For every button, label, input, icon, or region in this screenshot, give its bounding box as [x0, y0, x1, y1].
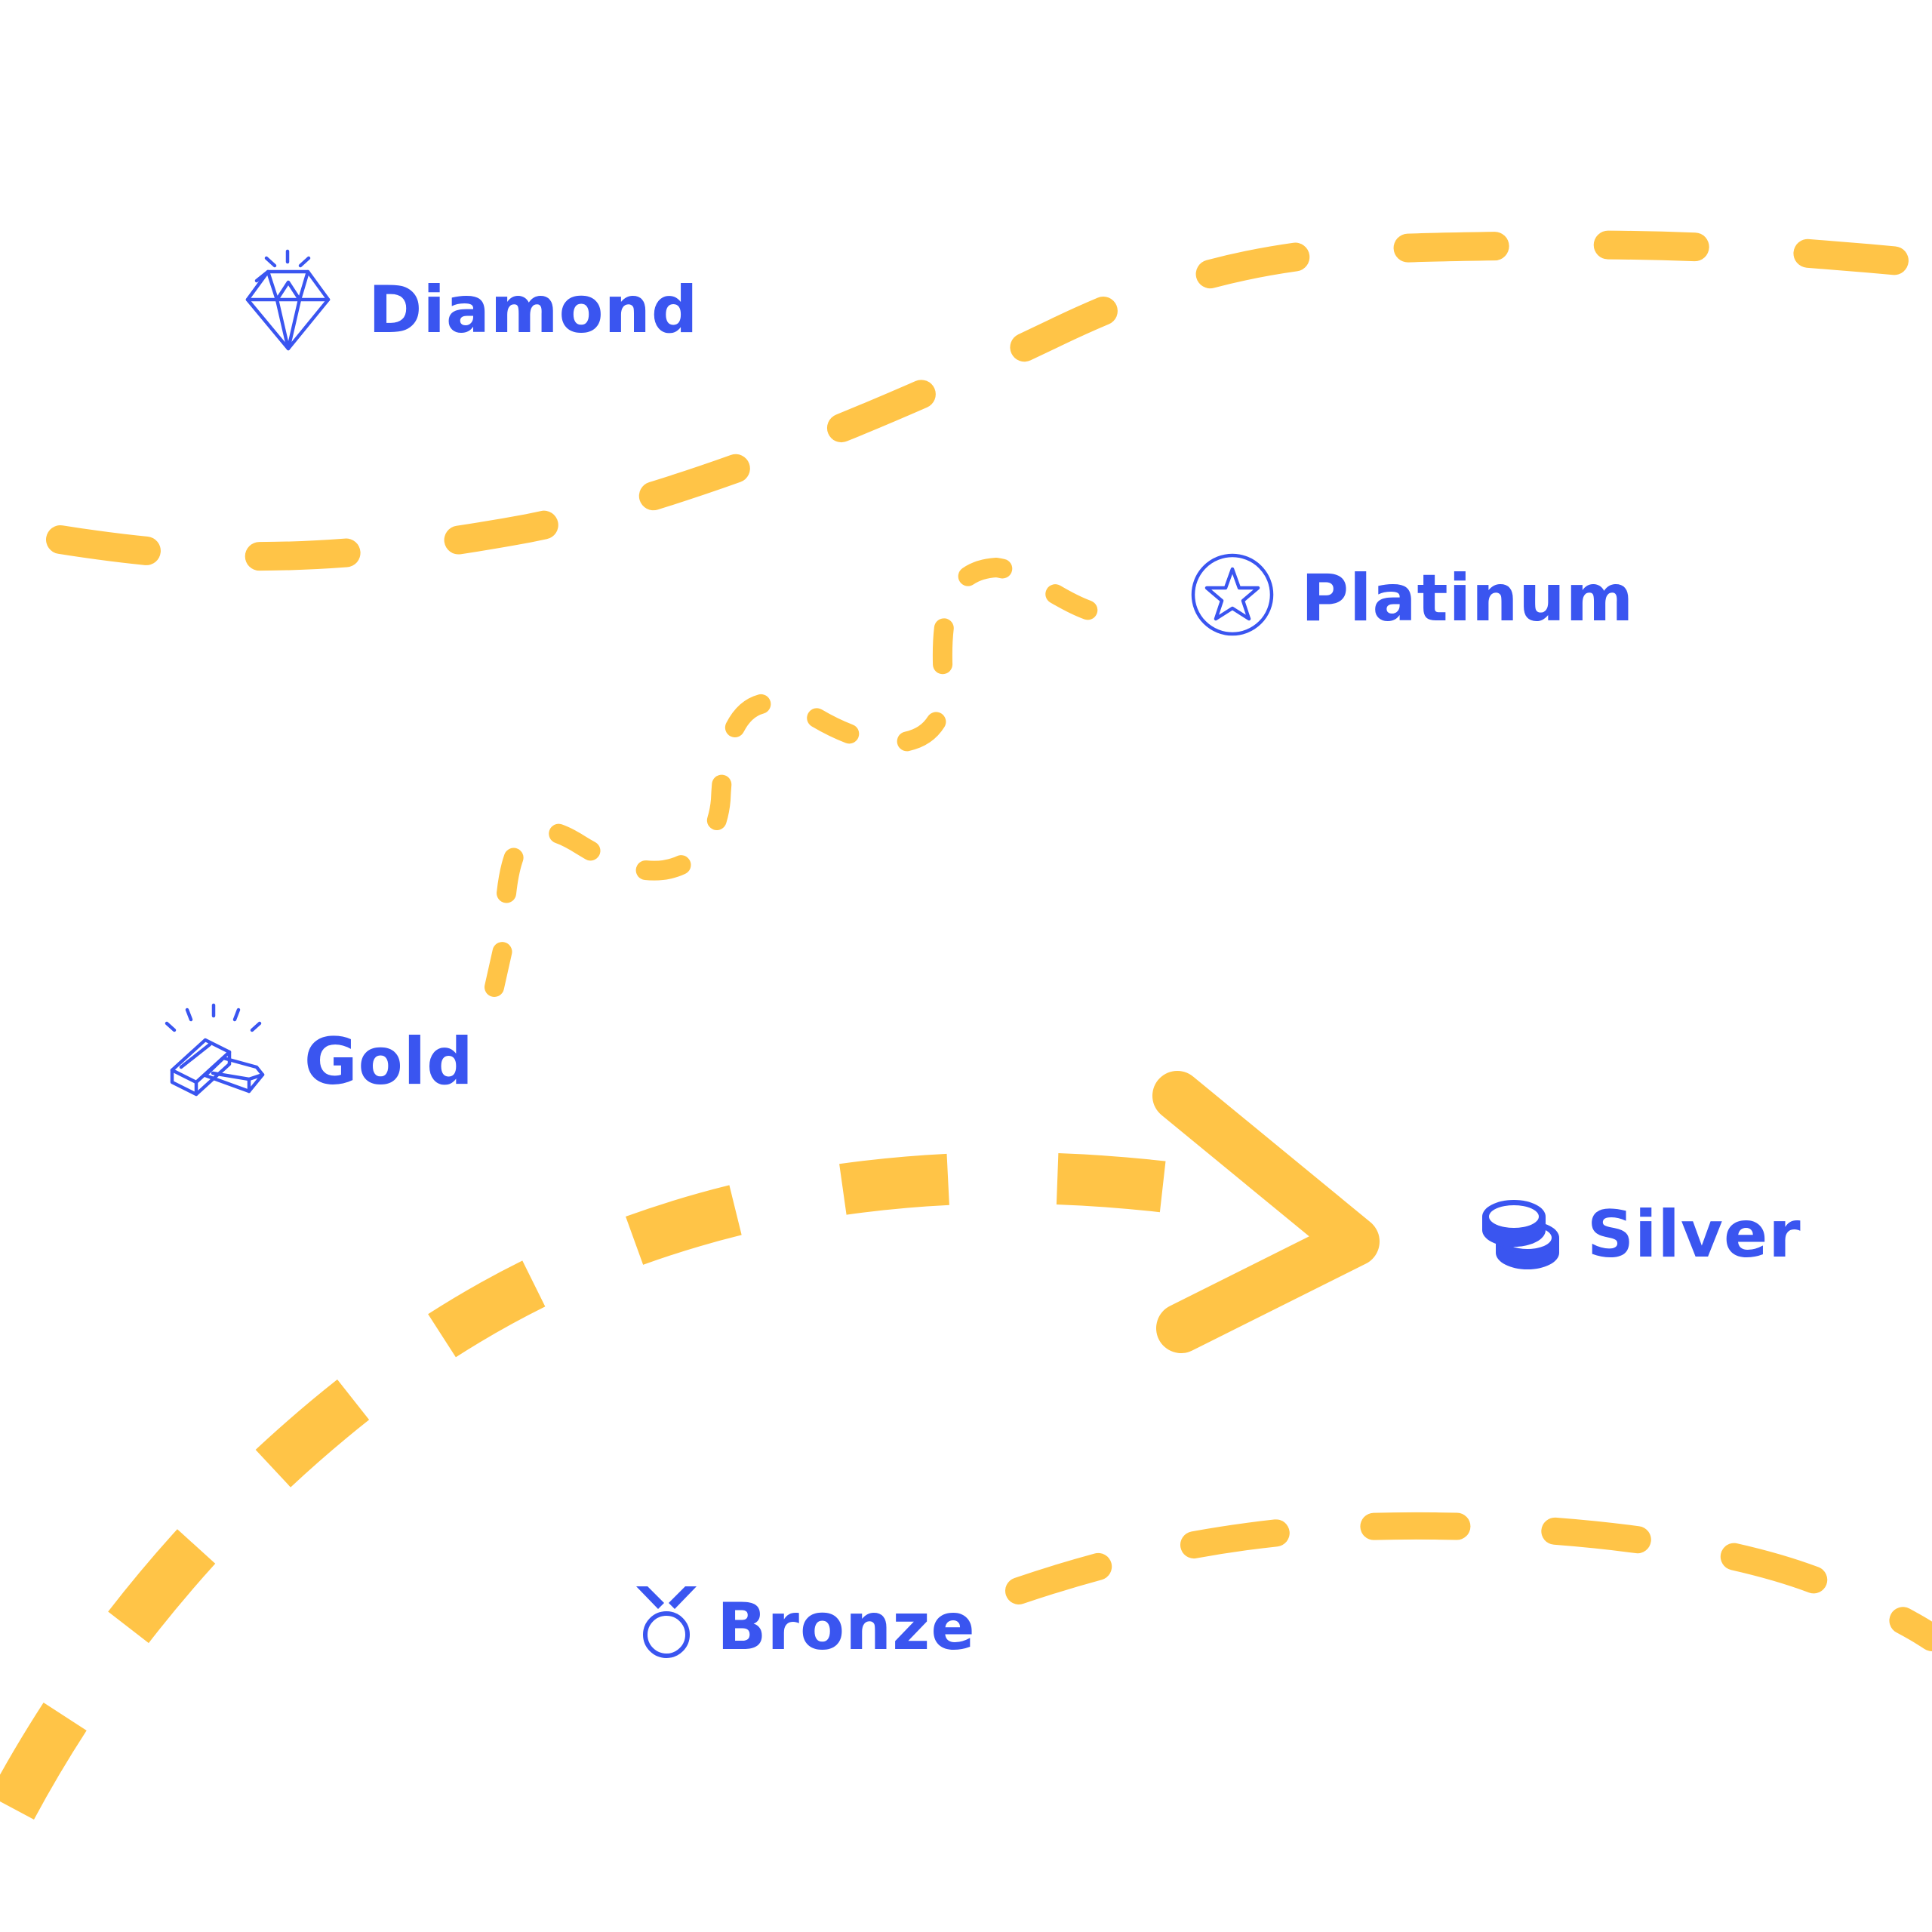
bronze-dashed-path [1005, 1512, 1932, 1651]
silver-label: Silver [1587, 1197, 1801, 1272]
gold-label: Gold [304, 1024, 474, 1100]
diamond-label: Diamond [368, 272, 698, 348]
bronze-label: Bronze [717, 1589, 976, 1665]
silver-arrow-shaft [0, 1152, 1211, 1820]
diamond-icon [245, 249, 331, 351]
diamond-dashed-path [46, 230, 1932, 571]
star-coin-icon [1191, 553, 1274, 636]
silver-arrow-head [1152, 1071, 1380, 1353]
platinum-winding-path [485, 557, 1142, 997]
platinum-label: Platinum [1301, 561, 1634, 636]
coins-stack-icon [1482, 1200, 1559, 1269]
gold-bars-icon [165, 1003, 265, 1097]
medal-icon [636, 1586, 697, 1658]
